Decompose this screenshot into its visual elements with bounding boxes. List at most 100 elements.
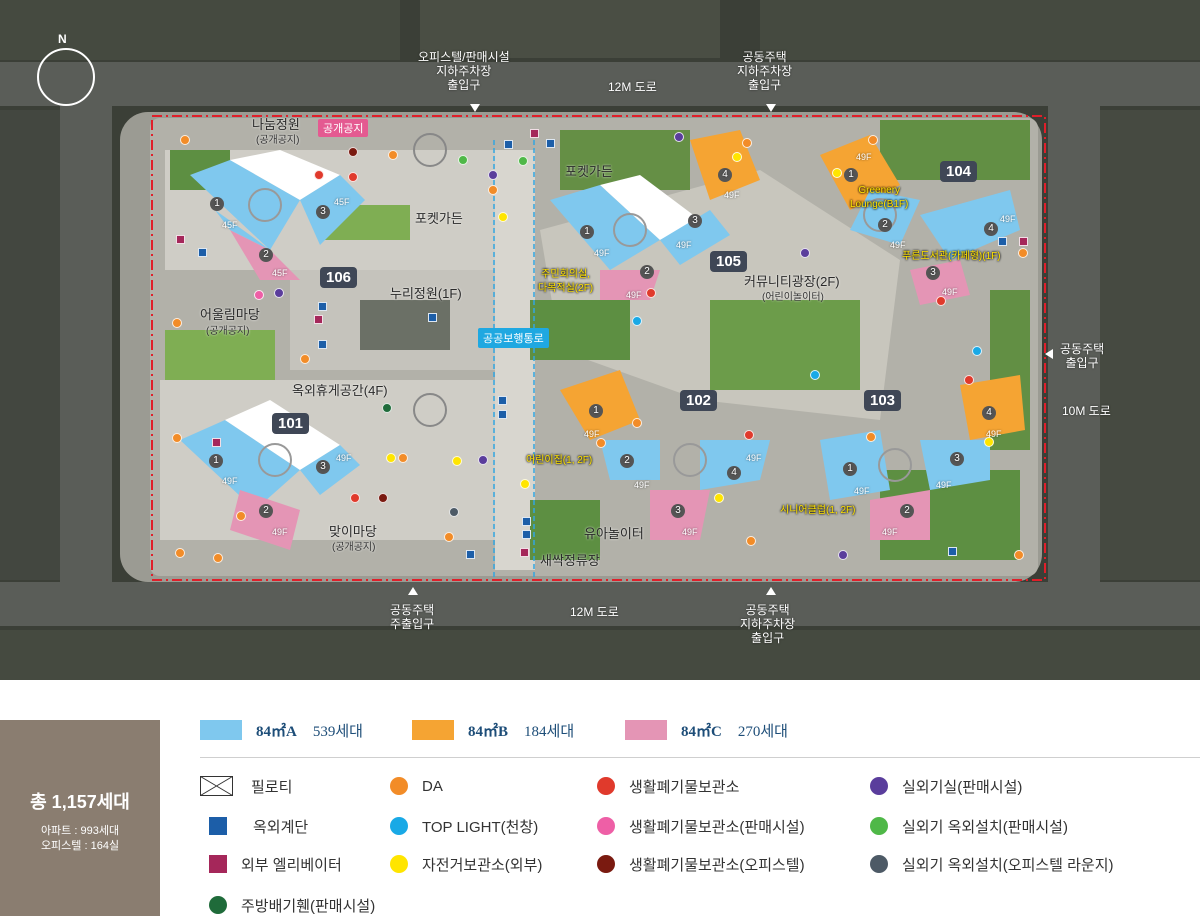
- unit-type-c-label: 84㎡C: [681, 723, 722, 740]
- floor-label: 45F: [272, 268, 288, 278]
- total-apartment-count: 아파트 : 993세대: [40, 825, 120, 837]
- da-marker-icon: [172, 318, 182, 328]
- floor-label: 49F: [724, 190, 740, 200]
- line-number-badge: 2: [878, 218, 892, 232]
- unit-type-a: 84㎡A 539세대: [200, 719, 363, 741]
- entrance-bottom-main: 공동주택 주출입구: [390, 603, 435, 631]
- line-number-badge: 4: [984, 222, 998, 236]
- da-marker-icon: [866, 432, 876, 442]
- da-marker-icon: [742, 138, 752, 148]
- kitchen-fan-marker-icon: [382, 403, 392, 413]
- legend-outdoor-unit-retail: 실외기 옥외설치(판매시설): [870, 815, 1068, 837]
- elevator-marker-icon: [1019, 237, 1028, 246]
- floor-label: 49F: [1000, 214, 1016, 224]
- legend-external-elevator-label: 외부 엘리베이터: [241, 856, 342, 874]
- bicycle-marker-icon: [520, 479, 530, 489]
- circle-icon: [390, 817, 408, 835]
- legend-external-elevator: 외부 엘리베이터: [209, 853, 342, 875]
- waste-marker-icon: [744, 430, 754, 440]
- top-light-marker-icon: [810, 370, 820, 380]
- waste-officetel-marker-icon: [348, 147, 358, 157]
- building-101-graphic: [180, 400, 360, 550]
- outdoor-room-marker-icon: [274, 288, 284, 298]
- compass-north-label: N: [58, 32, 67, 46]
- waste-officetel-marker-icon: [378, 493, 388, 503]
- waste-marker-icon: [348, 172, 358, 182]
- line-number-badge: 1: [589, 404, 603, 418]
- da-marker-icon: [444, 532, 454, 542]
- legend-outdoor-unit-retail-label: 실외기 옥외설치(판매시설): [902, 818, 1068, 836]
- legend-kitchen-fan-label: 주방배기휀(판매시설): [241, 897, 376, 915]
- circle-icon: [870, 777, 888, 795]
- elevator-marker-icon: [212, 438, 221, 447]
- legend-waste: 생활폐기물보관소: [597, 775, 739, 797]
- line-number-badge: 3: [316, 460, 330, 474]
- label-resident-hall: 주민회의실, 다목적실(2F): [538, 269, 594, 294]
- line-number-badge: 1: [210, 197, 224, 211]
- road-label-top: 12M 도로: [608, 80, 657, 94]
- label-maji-madang: 맞이마당: [329, 524, 377, 539]
- floor-label: 49F: [272, 527, 288, 537]
- building-tag-104: 104: [940, 161, 978, 182]
- line-number-badge: 3: [950, 452, 964, 466]
- legend-bicycle: 자전거보관소(외부): [390, 853, 542, 875]
- da-marker-icon: [180, 135, 190, 145]
- bicycle-marker-icon: [386, 453, 396, 463]
- arrow-up-icon: [408, 587, 418, 595]
- circle-icon: [870, 817, 888, 835]
- square-icon: [209, 817, 227, 835]
- top-light-marker-icon: [972, 346, 982, 356]
- tag-public-space: 공개공지: [318, 119, 369, 137]
- building-105-graphic: [550, 130, 760, 300]
- line-number-badge: 2: [620, 454, 634, 468]
- label-pocket-garden-left: 포켓가든: [415, 211, 463, 226]
- label-eoullim-madang: 어울림마당: [200, 307, 260, 322]
- label-public-walkway: 공공보행통로: [478, 328, 549, 348]
- site-map-graphic: [0, 0, 1200, 680]
- building-tag-101: 101: [272, 413, 310, 434]
- outdoor-room-marker-icon: [488, 170, 498, 180]
- entrance-right: 공동주택 출입구: [1060, 342, 1105, 370]
- legend-piloti-label: 필로티: [251, 778, 293, 796]
- legend-waste-officetel-label: 생활폐기물보관소(오피스텔): [629, 856, 805, 874]
- floor-label: 49F: [584, 429, 600, 439]
- building-106-graphic: [190, 150, 365, 280]
- legend-waste-officetel: 생활폐기물보관소(오피스텔): [597, 853, 805, 875]
- arrow-down-icon: [766, 104, 776, 112]
- label-eoullim-madang-sub: (공개공지): [206, 326, 250, 337]
- line-number-badge: 3: [926, 266, 940, 280]
- unit-type-b-label: 84㎡B: [468, 723, 509, 740]
- unit-type-a-swatch: [200, 720, 242, 740]
- da-marker-icon: [236, 511, 246, 521]
- building-tag-105: 105: [710, 251, 748, 272]
- da-marker-icon: [868, 135, 878, 145]
- stair-marker-icon: [504, 140, 513, 149]
- building-tag-103: 103: [864, 390, 902, 411]
- floor-label: 49F: [890, 240, 906, 250]
- stair-marker-icon: [522, 517, 531, 526]
- legend-piloti: 필로티: [200, 775, 292, 797]
- floor-label: 49F: [594, 248, 610, 258]
- label-kids-playground: 유아놀이터: [584, 526, 644, 541]
- unit-type-c-swatch: [625, 720, 667, 740]
- unit-type-a-label: 84㎡A: [256, 723, 297, 740]
- legend-waste-label: 생활폐기물보관소: [629, 778, 740, 796]
- stair-marker-icon: [546, 139, 555, 148]
- label-greenery-lounge: Greenery Lounge(B1F): [850, 185, 909, 210]
- line-number-badge: 1: [209, 454, 223, 468]
- waste-marker-icon: [314, 170, 324, 180]
- floor-label: 49F: [222, 476, 238, 486]
- line-number-badge: 2: [259, 504, 273, 518]
- floor-label: 49F: [676, 240, 692, 250]
- arrow-down-icon: [470, 104, 480, 112]
- da-marker-icon: [175, 548, 185, 558]
- stair-marker-icon: [948, 547, 957, 556]
- line-number-badge: 4: [727, 466, 741, 480]
- da-marker-icon: [388, 150, 398, 160]
- unit-type-c-count: 270세대: [737, 723, 788, 740]
- outdoor-room-marker-icon: [800, 248, 810, 258]
- floor-label: 45F: [334, 197, 350, 207]
- label-saessak: 새싹정류장: [540, 553, 600, 568]
- label-daycare: 어린이집(1, 2F): [526, 455, 593, 466]
- legend-da: DA: [390, 775, 443, 797]
